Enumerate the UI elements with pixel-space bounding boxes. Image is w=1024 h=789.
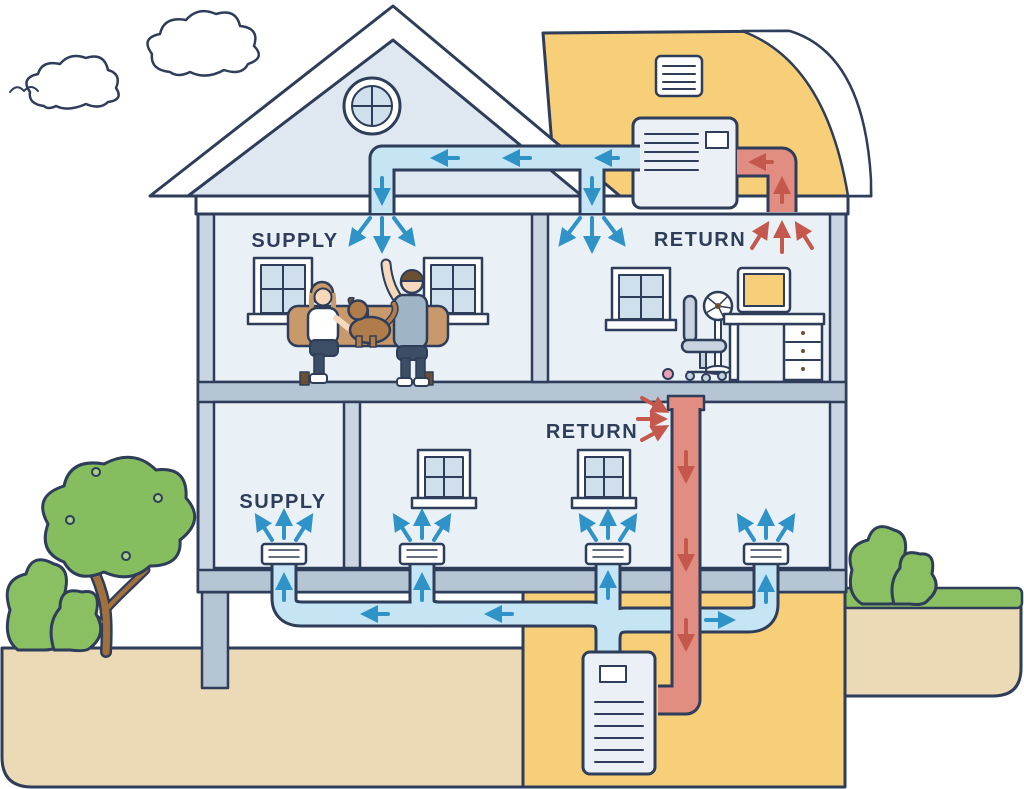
- dog: [347, 296, 399, 348]
- dog-head: [347, 299, 369, 321]
- supply-register: [392, 508, 452, 566]
- torso: [306, 306, 340, 346]
- fruit-icon: [153, 493, 163, 503]
- window: [410, 448, 478, 510]
- return-intake-arrows-attic: [750, 220, 814, 254]
- unit-grille: [644, 133, 699, 171]
- tree-foliage: [41, 455, 197, 579]
- supply-register: [254, 508, 314, 566]
- interior-wall-first-floor: [342, 400, 362, 570]
- shoe: [413, 377, 430, 387]
- label-supply-first-floor: SUPPLY: [239, 491, 326, 513]
- first-floor-room: [212, 400, 832, 570]
- roof-highlight-band: [740, 29, 873, 198]
- face: [313, 287, 333, 307]
- couch-leg: [299, 371, 310, 386]
- supply-register: [736, 508, 796, 566]
- office-chair: [680, 294, 728, 383]
- monitor-screen: [743, 273, 785, 307]
- desk: [722, 266, 826, 382]
- leg: [415, 357, 426, 381]
- label-supply-attic: SUPPLY: [251, 230, 338, 252]
- sky-elements: [9, 9, 261, 110]
- return-duct-cap: [666, 394, 706, 412]
- dog-ear: [347, 296, 355, 306]
- vegetation: [5, 455, 938, 658]
- fruit-icon: [65, 515, 75, 525]
- bush-left: [5, 558, 103, 653]
- dog-leg: [369, 335, 377, 348]
- leg: [400, 357, 411, 381]
- label-return-mid: RETURN: [546, 421, 638, 443]
- office: [604, 266, 826, 383]
- supply-diffuser-arrows-living: [348, 216, 416, 254]
- monitor: [736, 266, 792, 318]
- supply-diffuser-arrows-office: [558, 216, 626, 254]
- shoe: [396, 377, 413, 387]
- return-duct-main: [636, 394, 706, 716]
- window: [604, 266, 678, 332]
- return-intake-arrows: [636, 396, 670, 442]
- dog-leg: [355, 335, 363, 348]
- supply-registers: [254, 508, 796, 566]
- label-return-attic: RETURN: [654, 229, 746, 251]
- chair-seat: [680, 338, 728, 354]
- window: [570, 448, 638, 510]
- interior-wall-second-floor: [530, 212, 550, 384]
- furnace: [581, 650, 657, 776]
- unit-display: [705, 131, 729, 149]
- ground-left: [0, 646, 525, 789]
- first-floor-windows: [410, 448, 638, 510]
- person-child: [306, 280, 357, 384]
- legs: [396, 345, 428, 361]
- furnace-grille: [594, 701, 644, 763]
- furnace-display: [599, 665, 627, 683]
- fruit-icon: [91, 467, 101, 477]
- leg: [313, 353, 325, 377]
- supply-duct-attic: [348, 144, 640, 254]
- labels: SUPPLY RETURN RETURN SUPPLY: [239, 229, 746, 513]
- air-handler-unit: [631, 116, 739, 210]
- floor-band: [196, 380, 848, 404]
- ground-right: [843, 602, 1023, 698]
- fruit-icon: [121, 551, 131, 561]
- bush-right: [848, 525, 938, 606]
- desk-leg: [728, 322, 740, 382]
- living-room: [246, 256, 490, 387]
- bird-icon: [9, 86, 39, 93]
- hair: [400, 269, 424, 282]
- torso: [392, 293, 429, 350]
- person-adult: [380, 258, 430, 387]
- cloud-icon: [25, 54, 120, 110]
- return-duct-attic: [737, 146, 814, 254]
- supply-register: [578, 508, 638, 566]
- chair-back: [682, 294, 698, 344]
- cloud-icon: [146, 9, 261, 77]
- roof-vent: [654, 54, 704, 98]
- desk-top: [722, 312, 826, 326]
- toy: [662, 368, 674, 380]
- foundation-pier: [200, 590, 230, 690]
- attic-round-window: [342, 76, 402, 136]
- shoe: [309, 373, 328, 384]
